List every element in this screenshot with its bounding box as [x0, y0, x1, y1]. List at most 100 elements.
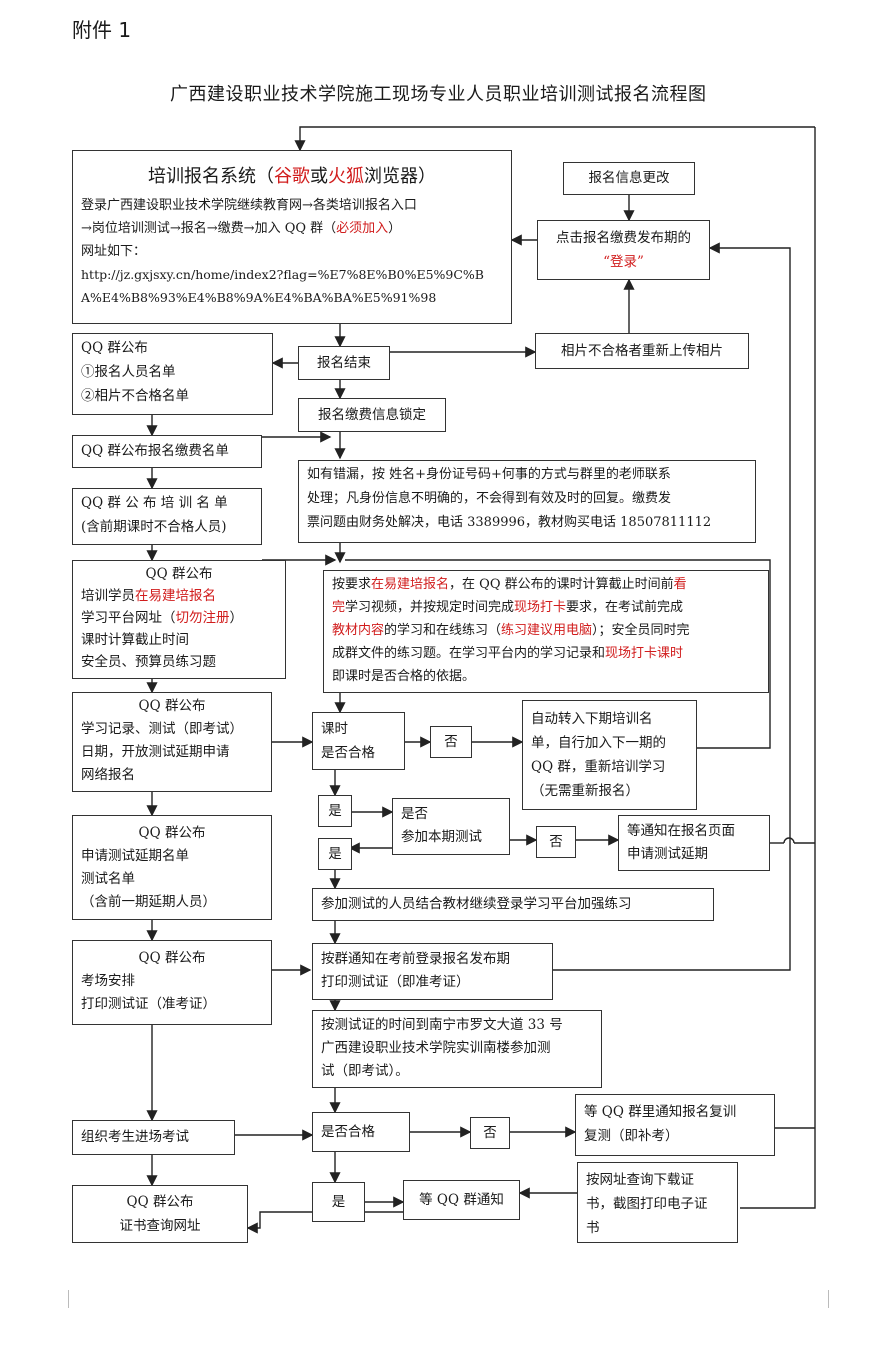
- qq-cert-box: QQ 群公布 证书查询网址: [72, 1185, 248, 1243]
- record-line-3: 日期，开放测试延期申请: [81, 744, 230, 760]
- retest-box: 等 QQ 群里通知报名复训 复测（即补考）: [575, 1094, 775, 1156]
- go-exam-line-3: 试（即考试）。: [321, 1063, 409, 1079]
- print-ticket-box: 按群通知在考前登录报名发布期 打印测试证（即准考证）: [312, 943, 553, 1000]
- system-url-line-1[interactable]: http://jz.gxjsxy.cn/home/index2?flag=%E7…: [81, 267, 484, 282]
- auto-loop-connector: [345, 559, 771, 749]
- system-url-label: 网址如下：: [81, 244, 147, 259]
- go-exam-box: 按测试证的时间到南宁市罗文大道 33 号 广西建设职业技术学院实训南楼参加测 试…: [312, 1010, 602, 1088]
- registration-system-box: 培训报名系统（谷歌或火狐浏览器） 登录广西建设职业技术学院继续教育网→各类培训报…: [72, 150, 512, 324]
- record-line-2: 学习记录、测试（即考试）: [81, 721, 243, 737]
- platform-line-3: 学习平台网址（切勿注册）: [81, 610, 243, 626]
- pass-check-box: 是否合格: [312, 1112, 410, 1152]
- download-line-3: 书: [586, 1220, 600, 1236]
- system-title-end: 浏览器）: [364, 166, 436, 187]
- go-exam-line-1: 按测试证的时间到南宁市罗文大道 33 号: [321, 1017, 563, 1033]
- join-test-box: 是否 参加本期测试: [392, 798, 510, 855]
- delay-line-2: 申请测试延期名单: [81, 848, 189, 864]
- auto-next-line-1: 自动转入下期培训名: [531, 711, 653, 727]
- chrome-label: 谷歌: [274, 166, 310, 187]
- download-cert-box: 按网址查询下载证 书，截图打印电子证 书: [577, 1162, 738, 1243]
- yes-box-2: 是: [318, 838, 352, 870]
- train-list-note: (含前期课时不合格人员): [81, 519, 227, 535]
- yes-box-3: 是: [312, 1182, 365, 1222]
- print-line-2: 打印测试证（即准考证）: [321, 974, 470, 990]
- print-line-1: 按群通知在考前登录报名发布期: [321, 951, 510, 967]
- cert-title: QQ 群公布: [126, 1194, 194, 1210]
- page-margin-mark-right: [828, 1290, 829, 1308]
- go-exam-line-2: 广西建设职业技术学院实训南楼参加测: [321, 1040, 551, 1056]
- no-box-2: 否: [536, 826, 576, 858]
- qq-platform-box: QQ 群公布 培训学员在易建培报名 学习平台网址（切勿注册） 课时计算截止时间 …: [72, 560, 286, 679]
- qq-train-list-box: QQ 群 公 布 培 训 名 单 (含前期课时不合格人员): [72, 488, 262, 545]
- platform-line-5: 安全员、预算员练习题: [81, 654, 216, 670]
- no-box-1: 否: [430, 726, 472, 758]
- cert-line-2: 证书查询网址: [119, 1218, 201, 1234]
- qq-publish-item-1: ①报名人员名单: [81, 364, 176, 380]
- platform-line-4: 课时计算截止时间: [81, 632, 189, 648]
- login-label: “登录”: [603, 254, 644, 270]
- exam-title: QQ 群公布: [138, 950, 206, 966]
- reupload-box: 相片不合格者重新上传相片: [535, 333, 749, 369]
- hours-question: 是否合格: [321, 745, 375, 761]
- qq-record-box: QQ 群公布 学习记录、测试（即考试） 日期，开放测试延期申请 网络报名: [72, 692, 272, 792]
- auto-next-line-4: （无需重新报名）: [531, 783, 639, 799]
- print-to-login-connector: [553, 242, 791, 971]
- info-change-box: 报名信息更改: [563, 162, 695, 195]
- signup-end-box: 报名结束: [298, 346, 390, 380]
- qq-delay-box: QQ 群公布 申请测试延期名单 测试名单 （含前一期延期人员）: [72, 815, 272, 920]
- hours-check-box: 课时 是否合格: [312, 712, 405, 770]
- fee-lock-box: 报名缴费信息锁定: [298, 398, 446, 432]
- platform-line-2: 培训学员在易建培报名: [81, 588, 216, 604]
- qq-publish-box: QQ 群公布 ①报名人员名单 ②相片不合格名单: [72, 333, 273, 415]
- error-contact-box: 如有错漏，按 姓名+身份证号码+何事的方式与群里的老师联系 处理；凡身份信息不明…: [298, 460, 756, 543]
- hours-label: 课时: [321, 721, 348, 737]
- system-step-line-2: →岗位培训测试→报名→缴费→加入 QQ 群（必须加入）: [81, 221, 402, 236]
- req-line-5: 即课时是否合格的依据。: [332, 669, 476, 684]
- error-line-3: 票问题由财务处解决，电话 3389996，教材购买电话 18507811112: [307, 515, 712, 530]
- rail-hop: [783, 837, 795, 844]
- flowchart-title: 广西建设职业技术学院施工现场专业人员职业培训测试报名流程图: [170, 84, 707, 105]
- system-title-or: 或: [310, 166, 328, 187]
- no-box-3: 否: [470, 1117, 510, 1149]
- train-list-title: QQ 群 公 布 培 训 名 单: [81, 495, 228, 511]
- wait-delay-box: 等通知在报名页面 申请测试延期: [618, 815, 770, 871]
- wait-delay-line-2: 申请测试延期: [627, 846, 708, 862]
- qq-exam-box: QQ 群公布 考场安排 打印测试证（准考证）: [72, 940, 272, 1025]
- yes-box-1: 是: [318, 795, 352, 827]
- record-line-4: 网络报名: [81, 767, 135, 783]
- click-login-box: 点击报名缴费发布期的 “登录”: [537, 220, 710, 280]
- wait-delay-line-1: 等通知在报名页面: [627, 823, 735, 839]
- download-line-2: 书，截图打印电子证: [586, 1196, 708, 1212]
- retest-line-1: 等 QQ 群里通知报名复训: [584, 1104, 737, 1120]
- system-step-line-1: 登录广西建设职业技术学院继续教育网→各类培训报名入口: [81, 198, 417, 213]
- click-login-line-1: 点击报名缴费发布期的: [556, 230, 691, 246]
- page-margin-mark-left: [68, 1290, 69, 1308]
- auto-next-line-3: QQ 群，重新培训学习: [531, 759, 666, 775]
- retest-line-2: 复测（即补考）: [584, 1128, 679, 1144]
- error-line-1: 如有错漏，按 姓名+身份证号码+何事的方式与群里的老师联系: [307, 467, 671, 482]
- qq-publish-title: QQ 群公布: [81, 340, 148, 356]
- auto-next-box: 自动转入下期培训名 单，自行加入下一期的 QQ 群，重新培训学习 （无需重新报名…: [522, 700, 697, 810]
- delay-line-3: 测试名单: [81, 871, 135, 887]
- join-test-line-1: 是否: [401, 806, 428, 822]
- right-rail: [740, 127, 816, 1209]
- wait-qq-box: 等 QQ 群通知: [403, 1180, 520, 1220]
- attachment-label: 附件 1: [72, 18, 132, 42]
- practice-box: 参加测试的人员结合教材继续登录学习平台加强练习: [312, 888, 714, 921]
- qq-publish-item-2: ②相片不合格名单: [81, 388, 189, 404]
- study-requirement-box: 按要求在易建培报名，在 QQ 群公布的课时计算截止时间前看 完学习视频，并按规定…: [323, 570, 769, 693]
- req-line-4: 成群文件的练习题。在学习平台内的学习记录和现场打卡课时: [332, 646, 684, 661]
- organize-exam-box: 组织考生进场考试: [72, 1120, 235, 1155]
- qq-fee-list-box: QQ 群公布报名缴费名单: [72, 435, 262, 468]
- exam-line-2: 考场安排: [81, 973, 135, 989]
- delay-line-4: （含前一期延期人员）: [81, 894, 216, 910]
- system-url-line-2[interactable]: A%E4%B8%93%E4%B8%9A%E4%BA%BA%E5%91%98: [81, 290, 437, 305]
- exam-line-3: 打印测试证（准考证）: [81, 996, 216, 1012]
- req-line-2: 完学习视频，并按规定时间完成现场打卡要求，在考试前完成: [332, 600, 684, 615]
- loop-top-connector: [294, 126, 815, 152]
- record-title: QQ 群公布: [138, 698, 206, 714]
- auto-next-line-2: 单，自行加入下一期的: [531, 735, 666, 751]
- system-title-part: 培训报名系统（: [148, 166, 274, 187]
- req-line-1: 按要求在易建培报名，在 QQ 群公布的课时计算截止时间前看: [332, 577, 687, 592]
